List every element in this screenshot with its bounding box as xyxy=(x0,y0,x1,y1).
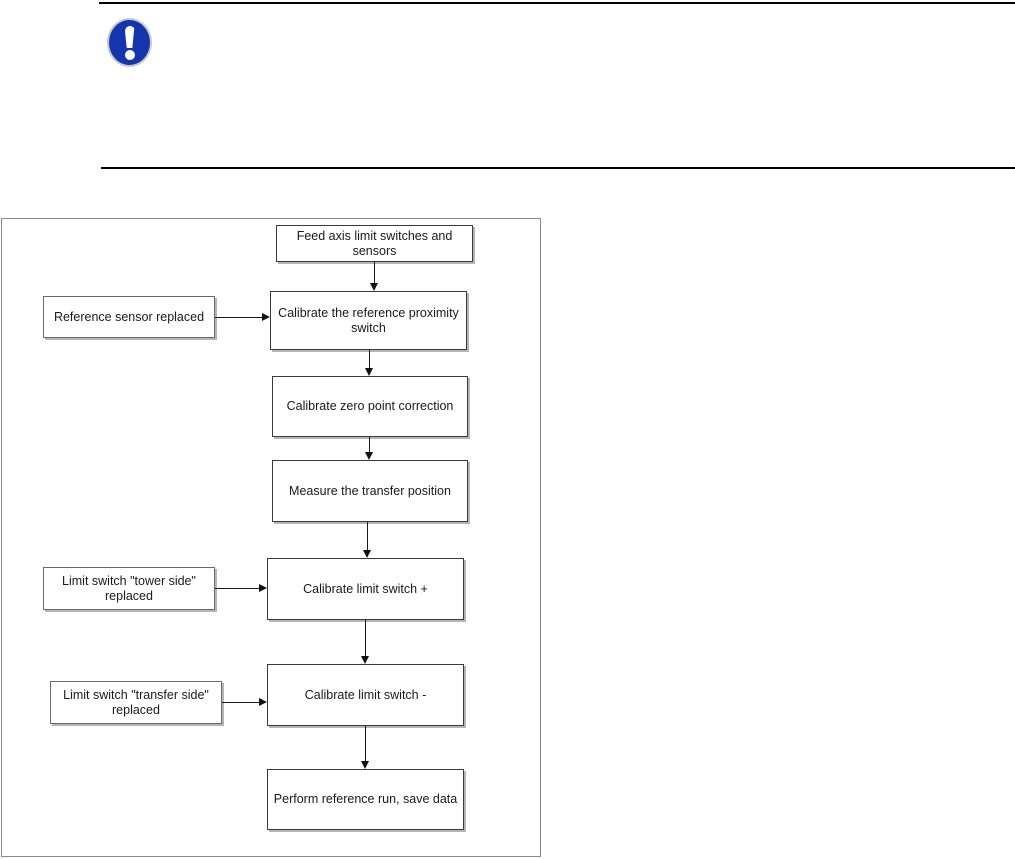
arrowhead-down-icon xyxy=(363,550,371,558)
arrow-limit-minus-to-reference-run xyxy=(361,726,370,769)
flow-step-feed-axis: Feed axis limit switches and sensors xyxy=(276,225,473,262)
arrowhead-down-icon xyxy=(361,656,369,664)
arrow-transfer-side-to-limit-minus xyxy=(222,698,267,707)
flow-step-label: Perform reference run, save data xyxy=(273,792,458,806)
flow-step-calibrate-zero-point: Calibrate zero point correction xyxy=(272,376,468,437)
arrow-tower-side-to-limit-plus xyxy=(215,584,267,593)
arrowhead-right-icon xyxy=(259,584,267,592)
flow-step-label: Calibrate the reference proximity switch xyxy=(278,305,459,335)
mandatory-action-icon xyxy=(107,18,152,67)
exclamation-bar xyxy=(124,26,135,48)
flow-step-label: Calibrate limit switch - xyxy=(304,687,427,702)
flow-step-label: Feed axis limit switches and sensors xyxy=(296,228,453,258)
flow-step-label: Measure the transfer position xyxy=(289,483,451,498)
section-divider-rule xyxy=(101,167,1015,169)
top-page-rule xyxy=(99,2,1015,4)
arrow-zero-point-to-transfer-position xyxy=(365,437,374,460)
flow-step-measure-transfer-position: Measure the transfer position xyxy=(272,460,468,522)
arrow-reference-sensor-to-calibrate-reference xyxy=(215,313,270,322)
arrow-transfer-position-to-limit-plus xyxy=(363,522,372,558)
flow-step-calibrate-reference-switch: Calibrate the reference proximity switch xyxy=(270,291,467,350)
arrowhead-down-icon xyxy=(365,368,373,376)
arrow-limit-plus-to-limit-minus xyxy=(361,620,370,664)
exclamation-dot xyxy=(124,50,135,60)
flow-condition-limit-switch-transfer-side-replaced: Limit switch "transfer side" replaced xyxy=(50,681,222,724)
flow-step-calibrate-limit-switch-minus: Calibrate limit switch - xyxy=(267,664,464,726)
flow-condition-reference-sensor-replaced: Reference sensor replaced xyxy=(43,296,215,338)
flow-condition-limit-switch-tower-side-replaced: Limit switch "tower side" replaced xyxy=(43,567,215,610)
arrow-feed-to-calibrate-reference xyxy=(370,262,379,291)
arrowhead-down-icon xyxy=(370,283,378,291)
arrowhead-down-icon xyxy=(361,761,369,769)
flow-step-label: Calibrate zero point correction xyxy=(286,399,454,413)
arrowhead-down-icon xyxy=(365,452,373,460)
arrow-calibrate-reference-to-zero-point xyxy=(365,350,374,376)
flow-condition-label: Limit switch "transfer side" replaced xyxy=(63,687,209,717)
flow-condition-label: Limit switch "tower side" replaced xyxy=(62,573,196,603)
flow-step-calibrate-limit-switch-plus: Calibrate limit switch + xyxy=(267,558,464,620)
flow-step-reference-run: Perform reference run, save data xyxy=(267,769,464,830)
arrowhead-right-icon xyxy=(259,698,267,706)
flow-step-label: Calibrate limit switch + xyxy=(303,581,428,596)
flow-condition-label: Reference sensor replaced xyxy=(53,309,205,324)
arrowhead-right-icon xyxy=(262,313,270,321)
